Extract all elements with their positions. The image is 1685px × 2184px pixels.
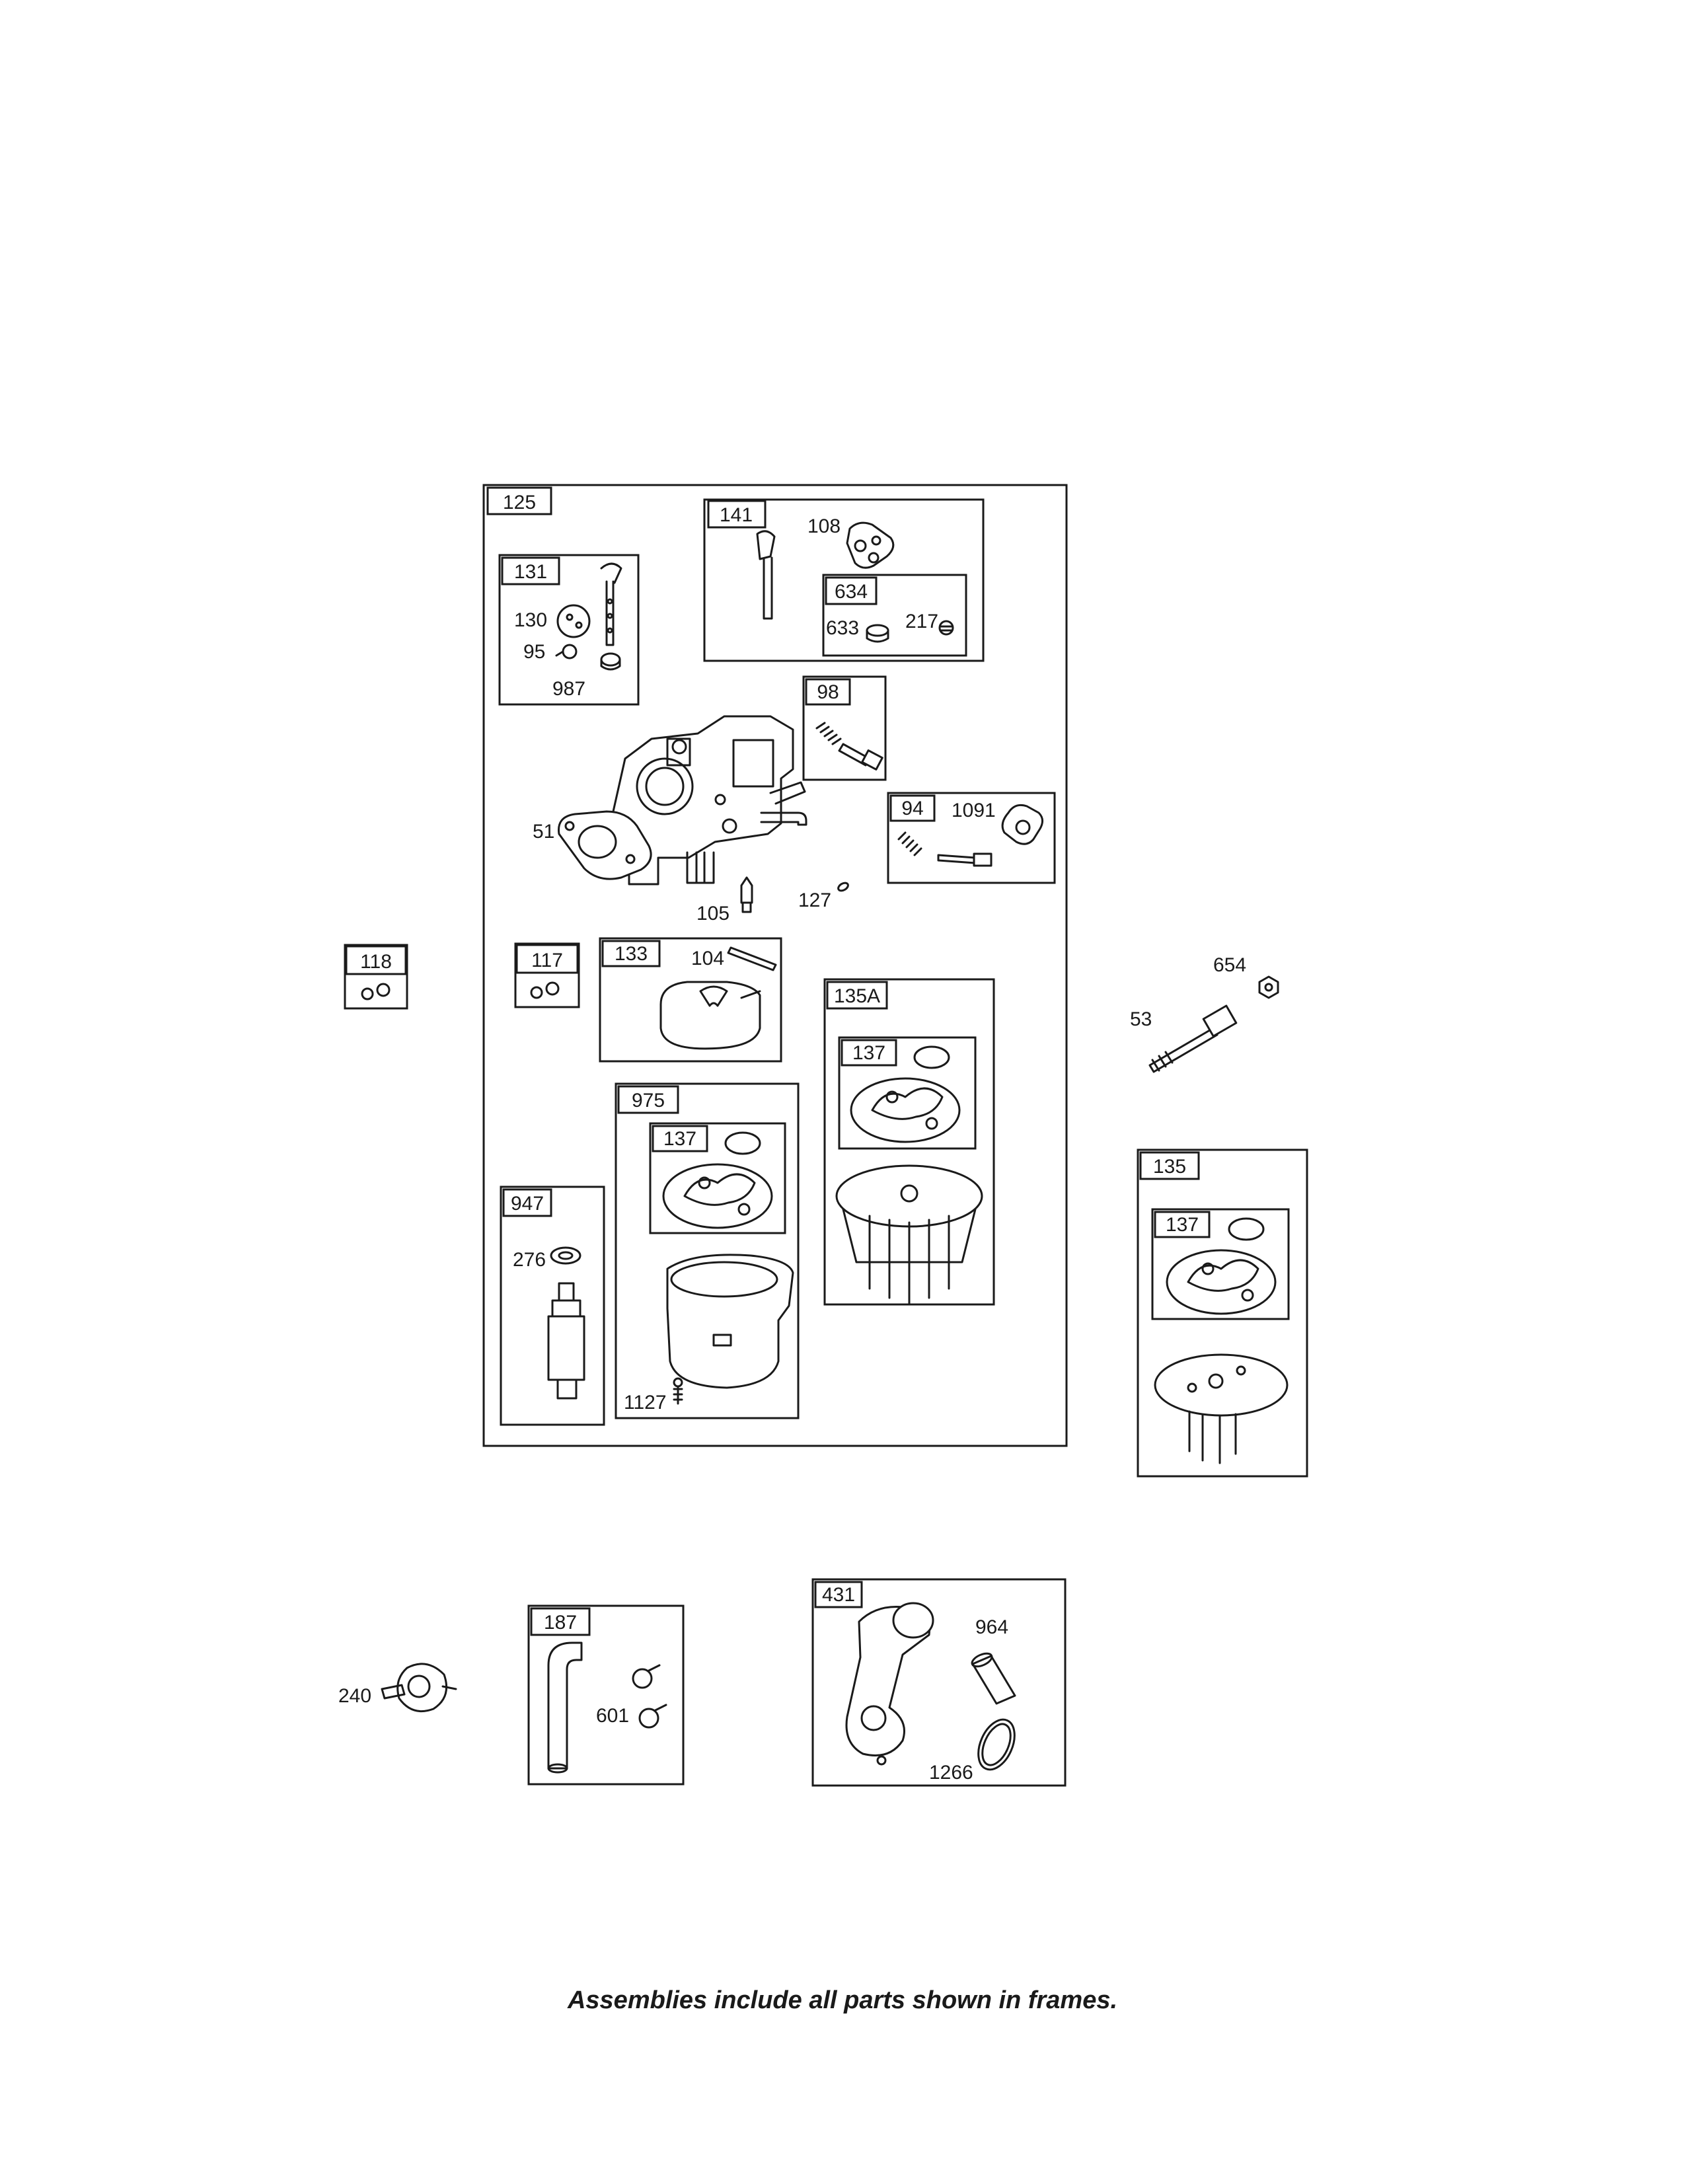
frame-label: 947	[511, 1193, 544, 1215]
callout-130: 130	[514, 609, 547, 631]
gasket-51-part	[558, 810, 652, 880]
frame-125: 125	[482, 484, 1068, 1447]
frame-634: 634	[822, 574, 967, 657]
choke-shaft-part	[600, 562, 622, 646]
callout-633: 633	[826, 617, 859, 639]
frame-label: 141	[720, 504, 753, 526]
callout-654: 654	[1213, 954, 1246, 976]
callout-127: 127	[798, 889, 831, 911]
gasket-kit-137-a	[850, 1045, 961, 1143]
frame-975: 975	[615, 1082, 800, 1419]
fuel-filter-240-part	[381, 1663, 457, 1712]
frame-label: 137	[663, 1128, 696, 1150]
frame-label: 131	[514, 561, 547, 583]
seal-217-part	[938, 620, 954, 636]
callout-964: 964	[975, 1616, 1008, 1638]
frame-label: 634	[835, 581, 868, 603]
clamps-601-part	[632, 1664, 667, 1729]
screw-95-part	[555, 644, 578, 659]
bowl-base-135-part	[1154, 1353, 1289, 1464]
solenoid-947-part	[547, 1282, 585, 1400]
frame-133: 133	[599, 937, 782, 1063]
callout-240: 240	[338, 1685, 371, 1707]
frame-label: 133	[615, 943, 648, 965]
frame-label: 975	[632, 1090, 665, 1111]
shaft-53-part	[1148, 1004, 1238, 1073]
frame-131: 131	[498, 554, 640, 706]
idle-screw-94-part	[937, 852, 992, 867]
nut-654-part	[1258, 975, 1279, 999]
float-pin-104-part	[727, 946, 777, 971]
bowl-base-135A-part	[835, 1164, 983, 1306]
screw-1127-part	[673, 1377, 683, 1405]
callout-108: 108	[807, 515, 841, 537]
frame-118: 118	[344, 944, 408, 1010]
frame-117: 117	[514, 942, 580, 1008]
frame-label: 118	[360, 951, 392, 973]
callout-104: 104	[691, 948, 724, 969]
idle-spring-94-part	[897, 831, 922, 856]
frame-label: 135	[1153, 1156, 1186, 1178]
frame-137-a: 137	[838, 1036, 977, 1150]
gasket-kit-137-b	[662, 1131, 773, 1229]
screw-spring-98-part	[815, 722, 883, 771]
assemblies-footnote: Assemblies include all parts shown in fr…	[567, 1986, 1118, 2014]
seal-118-part	[361, 983, 391, 1000]
callout-276: 276	[513, 1249, 546, 1271]
o-ring-1266-part	[977, 1718, 1016, 1771]
filter-964-part	[971, 1652, 1016, 1705]
callout-987: 987	[552, 678, 585, 700]
frame-label: 125	[503, 492, 536, 513]
frame-431: 431	[811, 1578, 1067, 1787]
gasket-108-part	[846, 521, 895, 569]
callout-217: 217	[905, 611, 938, 632]
callout-51: 51	[533, 821, 554, 843]
hose-187-part	[547, 1641, 583, 1774]
frame-94: 94	[887, 792, 1056, 884]
callout-1266: 1266	[929, 1762, 973, 1784]
float-bowl-975-part	[666, 1254, 794, 1389]
elbow-431-part	[845, 1602, 934, 1766]
frame-137-b: 137	[649, 1122, 786, 1234]
float-133-part	[659, 981, 761, 1050]
o-ring-127-part	[837, 882, 849, 892]
frame-98: 98	[802, 675, 887, 781]
callout-105: 105	[696, 903, 730, 924]
callout-95: 95	[523, 641, 545, 663]
frame-135: 135	[1137, 1148, 1308, 1478]
bushing-987-part	[600, 652, 621, 671]
callouts: 108 633 217 130 95 987 51 1091 105 127 1…	[338, 515, 1246, 1784]
callout-53: 53	[1130, 1008, 1152, 1030]
seal-117-part	[530, 981, 560, 999]
solenoid-1091-part	[1001, 804, 1043, 845]
frame-label: 98	[817, 681, 839, 703]
gasket-kit-137-c	[1166, 1217, 1277, 1315]
seal-633-part	[866, 624, 889, 643]
frame-141: 141	[703, 498, 985, 662]
frame-137-c: 137	[1151, 1208, 1290, 1320]
frame-label: 135A	[834, 985, 880, 1007]
frame-label: 431	[822, 1584, 855, 1606]
frame-label: 94	[901, 798, 923, 819]
callout-1127: 1127	[624, 1392, 667, 1413]
frame-label: 137	[1166, 1214, 1199, 1236]
frame-label: 137	[852, 1042, 885, 1064]
callout-601: 601	[596, 1705, 629, 1727]
seal-276-part	[550, 1246, 581, 1265]
throttle-lever-part	[756, 530, 776, 620]
frame-947: 947	[500, 1186, 605, 1426]
frame-label: 187	[544, 1612, 577, 1634]
choke-plate-part	[556, 604, 591, 638]
main-jet-105-part	[740, 876, 753, 913]
frame-label: 117	[531, 950, 563, 971]
frame-187: 187	[527, 1604, 685, 1786]
callout-1091: 1091	[952, 800, 996, 821]
